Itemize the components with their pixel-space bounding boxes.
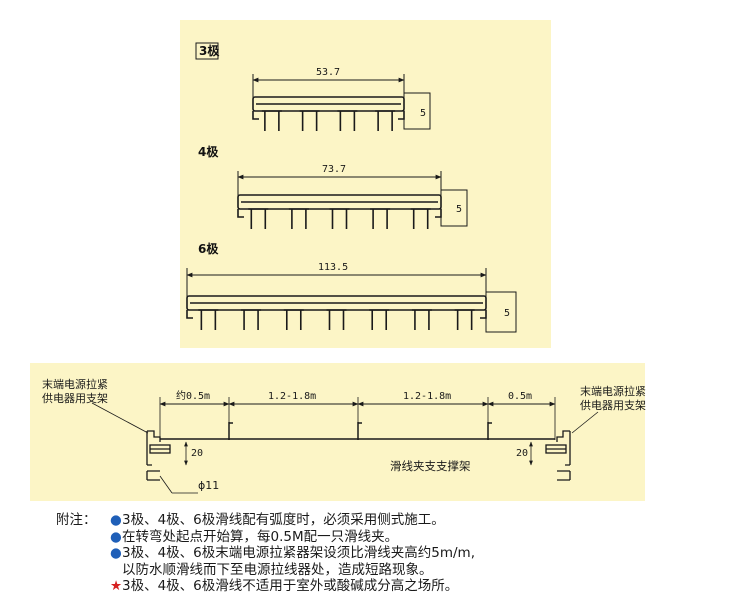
support-layout: 末端电源拉紧 供电器用支架 末端电源拉紧 供电器用支架 约0.5m 1.2-1.… <box>42 377 646 494</box>
diameter-leader-line <box>159 475 173 494</box>
busbar-conductor <box>337 110 358 131</box>
pole-label: 4极 <box>198 144 219 159</box>
clip-support <box>487 422 492 440</box>
section-4-pole: 4极 73.7 5 <box>198 144 468 229</box>
right-bracket-label-line1: 末端电源拉紧 <box>580 384 646 398</box>
busbar-conductor <box>326 309 347 330</box>
busbar-conductor <box>454 309 475 330</box>
spacing-label: 1.2-1.8m <box>403 391 451 402</box>
note-bullet-icon: ● <box>110 545 122 561</box>
diameter-label: ϕ11 <box>198 479 219 492</box>
note-text: 3极、4极、6极滑线不适用于室外或酸碱成分高之场所。 <box>122 578 459 594</box>
support-layout-panel <box>30 363 645 501</box>
note-text: 3极、4极、6极末端电源拉紧器架设须比滑线夹高约5m/m, <box>122 545 475 561</box>
busbar-conductor <box>411 309 432 330</box>
note-text-continued: 以防水顺滑线而下至电源拉线器处，造成短路现象。 <box>122 561 433 578</box>
left-bracket-label-line2: 供电器用支架 <box>42 391 108 405</box>
note-row: ● 在转弯处起点开始算，每0.5M配一只滑线夹。 <box>56 529 736 546</box>
height-dimension-box <box>485 291 517 333</box>
spacing-label: 0.5m <box>508 391 532 402</box>
busbar-end-hook <box>237 209 244 218</box>
busbar-conductor <box>261 110 282 131</box>
busbar-conductor <box>370 208 391 229</box>
note-bullet-icon: ● <box>110 512 122 528</box>
section-6-pole: 6极 113.5 5 <box>186 241 517 333</box>
notes-block: 附注： ● 3极、4极、6极滑线配有弧度时，必须采用侧式施工。 ● 在转弯处起点… <box>56 512 736 595</box>
left-end-bracket <box>146 430 171 481</box>
busbar-4-pole-profile <box>237 194 442 229</box>
height-dimension-box <box>440 189 468 227</box>
width-label: 73.7 <box>322 164 346 175</box>
busbar-end-hook <box>435 209 442 218</box>
busbar-conductor <box>288 208 309 229</box>
left-leader-line <box>91 402 149 434</box>
height-label: 5 <box>504 308 510 319</box>
pole-label: 3极 <box>199 43 220 58</box>
busbar-profile-panel <box>180 20 551 348</box>
busbar-end-hook <box>480 310 487 319</box>
clip-support <box>357 422 362 440</box>
section-3-pole: 3极 53.7 5 <box>195 42 431 131</box>
clip-support <box>228 422 233 440</box>
left-bracket-label-line1: 末端电源拉紧 <box>42 377 108 391</box>
right-leader-line <box>571 411 599 434</box>
pole-label-box <box>195 42 219 60</box>
busbar-conductor <box>299 110 320 131</box>
note-star-icon: ★ <box>110 578 123 594</box>
busbar-conductor <box>369 309 390 330</box>
note-text: 在转弯处起点开始算，每0.5M配一只滑线夹。 <box>122 528 399 545</box>
spacing-label: 约0.5m <box>176 389 210 402</box>
busbar-end-hook <box>186 310 193 319</box>
busbar-conductor <box>241 309 262 330</box>
busbar-conductor <box>410 208 431 229</box>
height-dimension-box <box>403 92 431 130</box>
busbar-end-hook <box>398 111 405 120</box>
busbar-conductor <box>198 309 219 330</box>
height-label: 5 <box>456 204 462 215</box>
left-height-label: 20 <box>191 448 203 459</box>
busbar-conductor <box>248 208 269 229</box>
width-label: 113.5 <box>318 262 348 273</box>
right-end-bracket <box>545 430 571 481</box>
note-bullet-icon: ● <box>110 528 122 545</box>
right-bracket-label-line2: 供电器用支架 <box>580 398 646 412</box>
notes-heading: 附注： <box>56 512 97 528</box>
busbar-3-pole-profile <box>252 96 405 131</box>
spacing-label: 1.2-1.8m <box>268 391 316 402</box>
width-label: 53.7 <box>316 67 340 78</box>
busbar-6-pole-profile <box>186 295 487 330</box>
busbar-conductor <box>329 208 350 229</box>
note-row: ★ 3极、4极、6极滑线不适用于室外或酸碱成分高之场所。 <box>56 578 736 595</box>
center-support-label: 滑线夹支支撑架 <box>390 459 471 473</box>
note-text: 3极、4极、6极滑线配有弧度时，必须采用侧式施工。 <box>122 512 445 528</box>
pole-label: 6极 <box>198 241 219 256</box>
note-row: ● 3极、4极、6极末端电源拉紧器架设须比滑线夹高约5m/m, <box>56 545 736 562</box>
note-row: 附注： ● 3极、4极、6极滑线配有弧度时，必须采用侧式施工。 <box>56 512 736 529</box>
busbar-conductor <box>283 309 304 330</box>
busbar-end-hook <box>252 111 259 120</box>
height-label: 5 <box>420 108 426 119</box>
note-row: 以防水顺滑线而下至电源拉线器处，造成短路现象。 <box>56 562 736 579</box>
right-height-label: 20 <box>516 448 528 459</box>
busbar-conductor <box>375 110 396 131</box>
